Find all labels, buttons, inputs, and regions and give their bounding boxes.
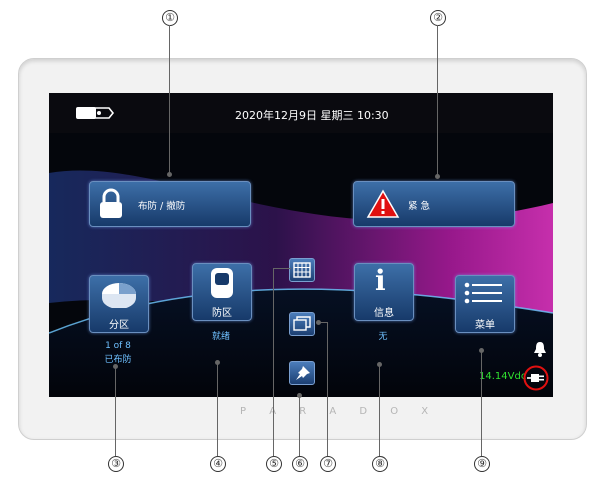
callout-8: ⑧ [372,456,388,472]
touch-screen: 2020年12月9日 星期三 10:30 布防 / [49,93,553,397]
arm-disarm-button[interactable]: 布防 / 撤防 [89,181,251,227]
callout-5: ⑤ [266,456,282,472]
info-label: 信息 [374,308,394,319]
motion-sensor-icon [209,267,235,302]
keypad-icon [293,262,311,282]
callout-2: ② [430,10,446,26]
windows-button[interactable] [289,312,315,336]
partition-count: 1 of 8 [105,341,131,351]
power-plug-icon[interactable] [523,365,549,395]
info-icon: i [375,264,386,297]
menu-label: 菜单 [475,320,495,331]
pie-chart-icon [100,280,138,311]
datetime-text: 2020年12月9日 星期三 10:30 [235,109,389,122]
callout-1: ① [162,10,178,26]
partition-button[interactable]: 分区 [89,275,149,333]
list-menu-icon [464,282,504,311]
pin-icon [293,365,311,385]
menu-button[interactable]: 菜单 [455,275,515,333]
partition-state: 已布防 [104,355,132,365]
callout-7: ⑦ [320,456,336,472]
arm-disarm-label: 布防 / 撤防 [138,201,186,212]
callout-4: ④ [210,456,226,472]
hand-card-icon[interactable] [75,104,115,126]
zone-state: 就绪 [211,332,230,342]
panic-label: 紧 急 [408,201,431,212]
callout-9: ⑨ [474,456,490,472]
top-status-bar: 2020年12月9日 星期三 10:30 [49,93,553,133]
brand-logo-text: P A R A D O X [240,406,439,417]
partition-label: 分区 [109,320,129,331]
info-button[interactable]: i 信息 [354,263,414,321]
bell-icon[interactable] [533,341,547,361]
zone-label: 防区 [212,308,232,319]
panic-button[interactable]: 紧 急 [353,181,515,227]
callout-3: ③ [108,456,124,472]
callout-6: ⑥ [292,456,308,472]
lock-icon [98,188,124,223]
warning-icon [366,189,400,222]
pin-button[interactable] [289,361,315,385]
info-state: 无 [378,332,388,342]
background-wave [49,133,553,397]
voltage-reading: 14.14Vdc [479,371,527,382]
zone-button[interactable]: 防区 [192,263,252,321]
windows-icon [293,316,311,336]
keypad-button[interactable] [289,258,315,282]
